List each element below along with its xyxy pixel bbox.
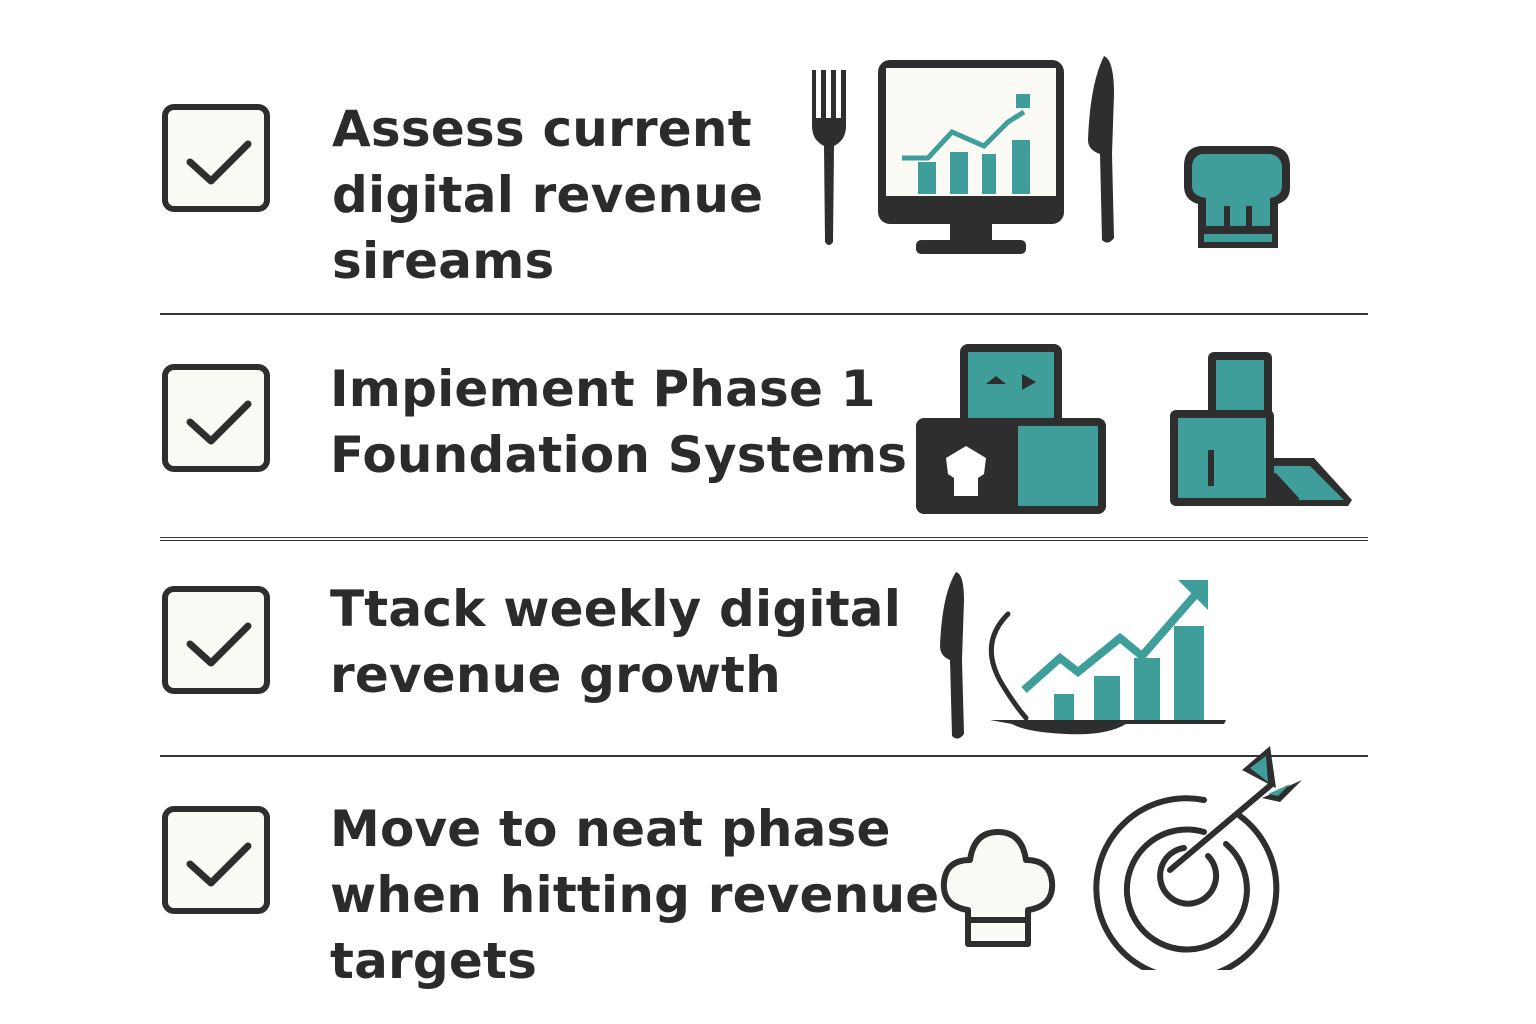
checkbox-checked[interactable] [162, 364, 270, 472]
divider [160, 755, 1368, 757]
checkmark-icon [186, 140, 252, 185]
chef-hat-icon [1184, 146, 1290, 248]
knife-icon [1088, 56, 1114, 243]
target-arrow-icon [1093, 746, 1302, 970]
checkmark-icon [186, 400, 252, 445]
checklist-item-label: Impiement Phase 1 Foundation Systems [330, 360, 908, 484]
chef-hat-icon [940, 829, 1056, 947]
monitor-chart-icon [878, 60, 1064, 254]
plate-growth-chart-icon [988, 580, 1226, 735]
checkbox-checked[interactable] [162, 806, 270, 914]
checkmark-icon [186, 622, 252, 667]
checklist-item-label: Assess current digital revenue sireams [332, 100, 764, 290]
checklist-item-label: Ttack weekly digital revenue growth [330, 580, 902, 704]
checkmark-icon [186, 842, 252, 887]
checklist-item-label: Move to neat phase when hitting revenue … [330, 800, 940, 990]
stacked-blocks-icon [1170, 352, 1352, 506]
checkbox-checked[interactable] [162, 586, 270, 694]
divider [160, 313, 1368, 315]
building-blocks-icon [916, 344, 1106, 514]
knife-icon [940, 572, 964, 739]
checkbox-checked[interactable] [162, 104, 270, 212]
divider [160, 537, 1368, 541]
fork-icon [812, 70, 846, 245]
